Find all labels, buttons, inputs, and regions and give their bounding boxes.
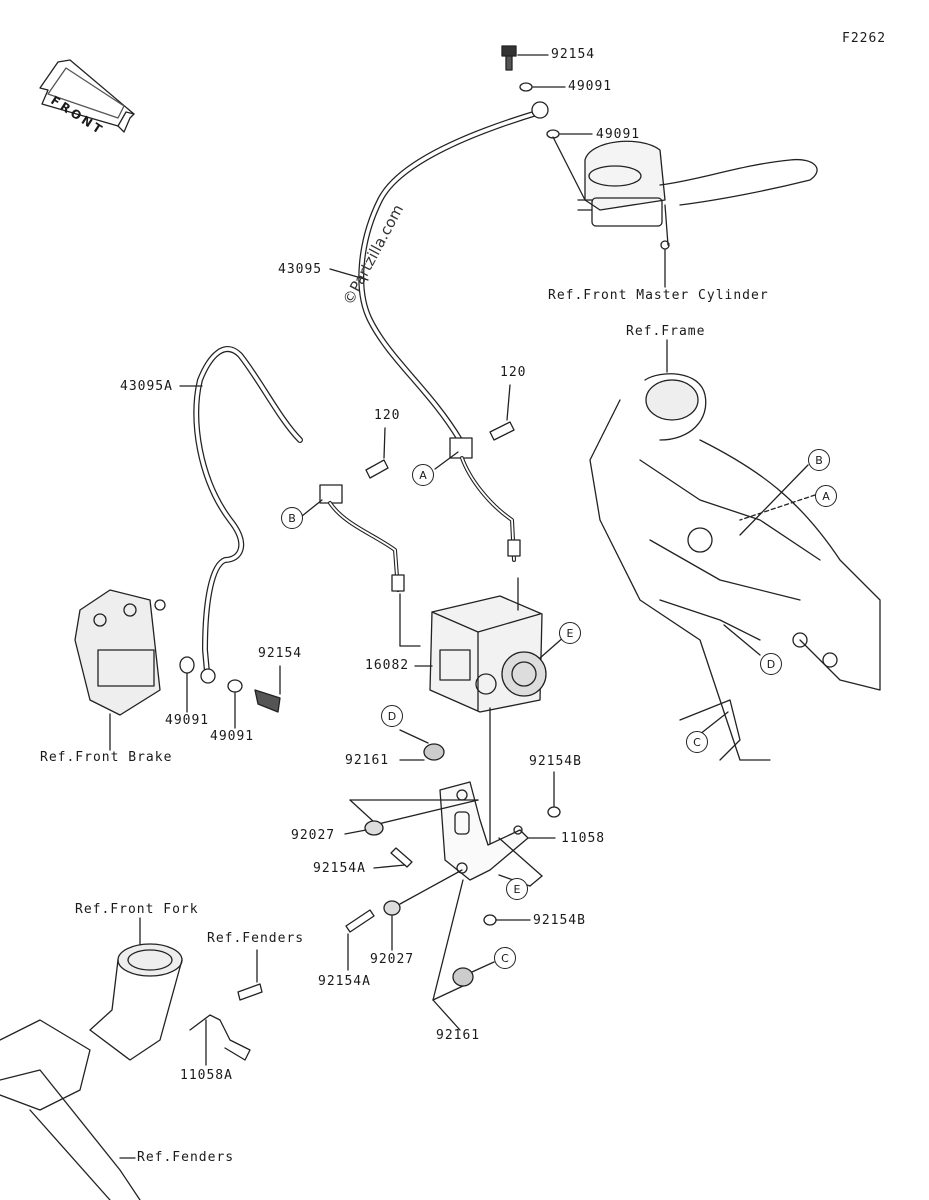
front-arrow-icon bbox=[39, 59, 135, 133]
part-92027-top: 92027 bbox=[291, 828, 336, 843]
part-92154b-top: 92154B bbox=[529, 754, 582, 769]
marker-b-hose: B bbox=[281, 507, 303, 529]
ref-frame: Ref.Frame bbox=[626, 324, 706, 339]
part-92154a-top: 92154A bbox=[313, 861, 366, 876]
part-49091-mid: 49091 bbox=[596, 127, 641, 142]
marker-a-frame: A bbox=[815, 485, 837, 507]
washer-bottom bbox=[227, 679, 243, 693]
brake-hose-43095 bbox=[329, 101, 549, 562]
marker-b-frame: B bbox=[808, 449, 830, 471]
abs-bracket bbox=[439, 781, 529, 881]
damper-92161-top bbox=[399, 729, 445, 761]
front-brake-caliper bbox=[74, 589, 166, 751]
frame bbox=[589, 339, 881, 761]
part-16082: 16082 bbox=[365, 658, 410, 673]
ref-front-fork: Ref.Front Fork bbox=[75, 902, 199, 917]
part-49091-bottom: 49091 bbox=[210, 729, 255, 744]
washer-mid bbox=[546, 129, 560, 139]
marker-d-damper: D bbox=[381, 705, 403, 727]
collar-92027-top bbox=[364, 820, 384, 836]
ref-front-master-cylinder: Ref.Front Master Cylinder bbox=[548, 288, 769, 303]
bolt-92154b-bottom bbox=[483, 914, 531, 926]
marker-a-hose: A bbox=[412, 464, 434, 486]
washer-top bbox=[519, 82, 533, 92]
abs-hydraulic-unit bbox=[399, 577, 566, 856]
brake-hose-43095a bbox=[179, 346, 405, 684]
part-11058: 11058 bbox=[561, 831, 606, 846]
banjo-bolt-lower bbox=[254, 665, 281, 713]
marker-c-damper: C bbox=[494, 947, 516, 969]
front-master-cylinder bbox=[552, 136, 818, 288]
clamp-11058a bbox=[189, 949, 263, 1066]
ref-fenders-bottom: Ref.Fenders bbox=[137, 1150, 235, 1165]
part-49091-caliper: 49091 bbox=[165, 713, 210, 728]
bolt-92154a-bottom bbox=[345, 909, 375, 971]
part-92154-top: 92154 bbox=[551, 47, 596, 62]
part-49091-top: 49091 bbox=[568, 79, 613, 94]
part-120-left: 120 bbox=[374, 408, 401, 423]
front-fork bbox=[89, 917, 183, 1061]
part-43095: 43095 bbox=[278, 262, 323, 277]
bolt-92154a-top bbox=[373, 847, 413, 869]
part-92154a-bottom: 92154A bbox=[318, 974, 371, 989]
part-92027-bottom: 92027 bbox=[370, 952, 415, 967]
part-120-right: 120 bbox=[500, 365, 527, 380]
bolt-120-left bbox=[365, 427, 389, 479]
bolt-120-right bbox=[489, 384, 515, 441]
ref-fenders-top: Ref.Fenders bbox=[207, 931, 305, 946]
part-92161-top: 92161 bbox=[345, 753, 390, 768]
diagram-code: F2262 bbox=[842, 31, 887, 46]
part-92161-bottom: 92161 bbox=[436, 1028, 481, 1043]
marker-e-bracket: E bbox=[506, 878, 528, 900]
banjo-bolt-top bbox=[501, 45, 549, 71]
fender bbox=[0, 1019, 141, 1200]
part-11058a: 11058A bbox=[180, 1068, 233, 1083]
collar-92027-bottom bbox=[383, 900, 401, 916]
marker-d-frame: D bbox=[760, 653, 782, 675]
washer-caliper bbox=[179, 656, 195, 674]
part-92154-lower: 92154 bbox=[258, 646, 303, 661]
part-92154b-bottom: 92154B bbox=[533, 913, 586, 928]
bolt-92154b-top bbox=[547, 771, 561, 818]
marker-c-frame: C bbox=[686, 731, 708, 753]
marker-e-abs: E bbox=[559, 622, 581, 644]
damper-92161-bottom bbox=[432, 879, 495, 1031]
ref-front-brake: Ref.Front Brake bbox=[40, 750, 173, 765]
part-43095a: 43095A bbox=[120, 379, 173, 394]
